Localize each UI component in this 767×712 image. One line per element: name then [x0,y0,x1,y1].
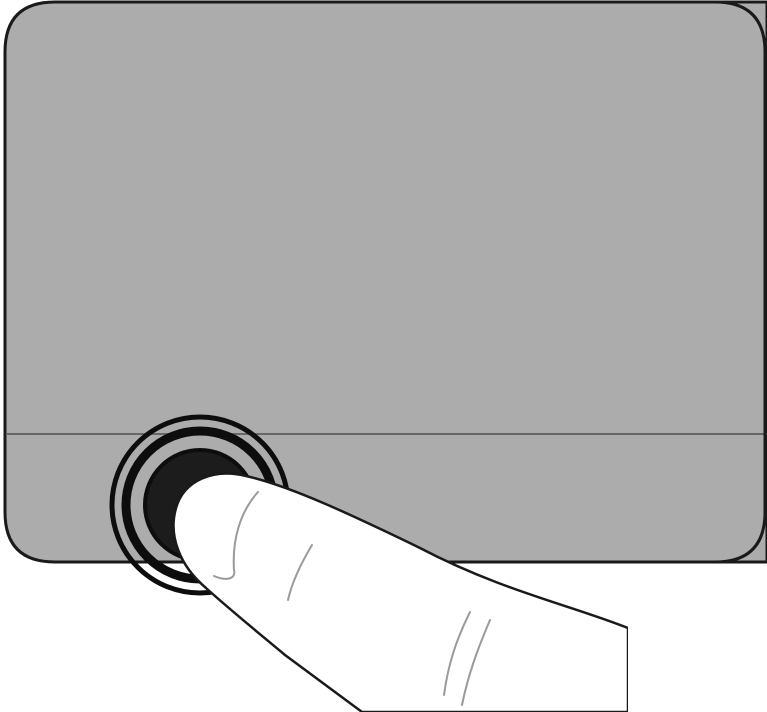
touchpad-surface [5,2,767,562]
touchpad-icon [5,2,767,562]
finger-clip-right [628,600,767,712]
